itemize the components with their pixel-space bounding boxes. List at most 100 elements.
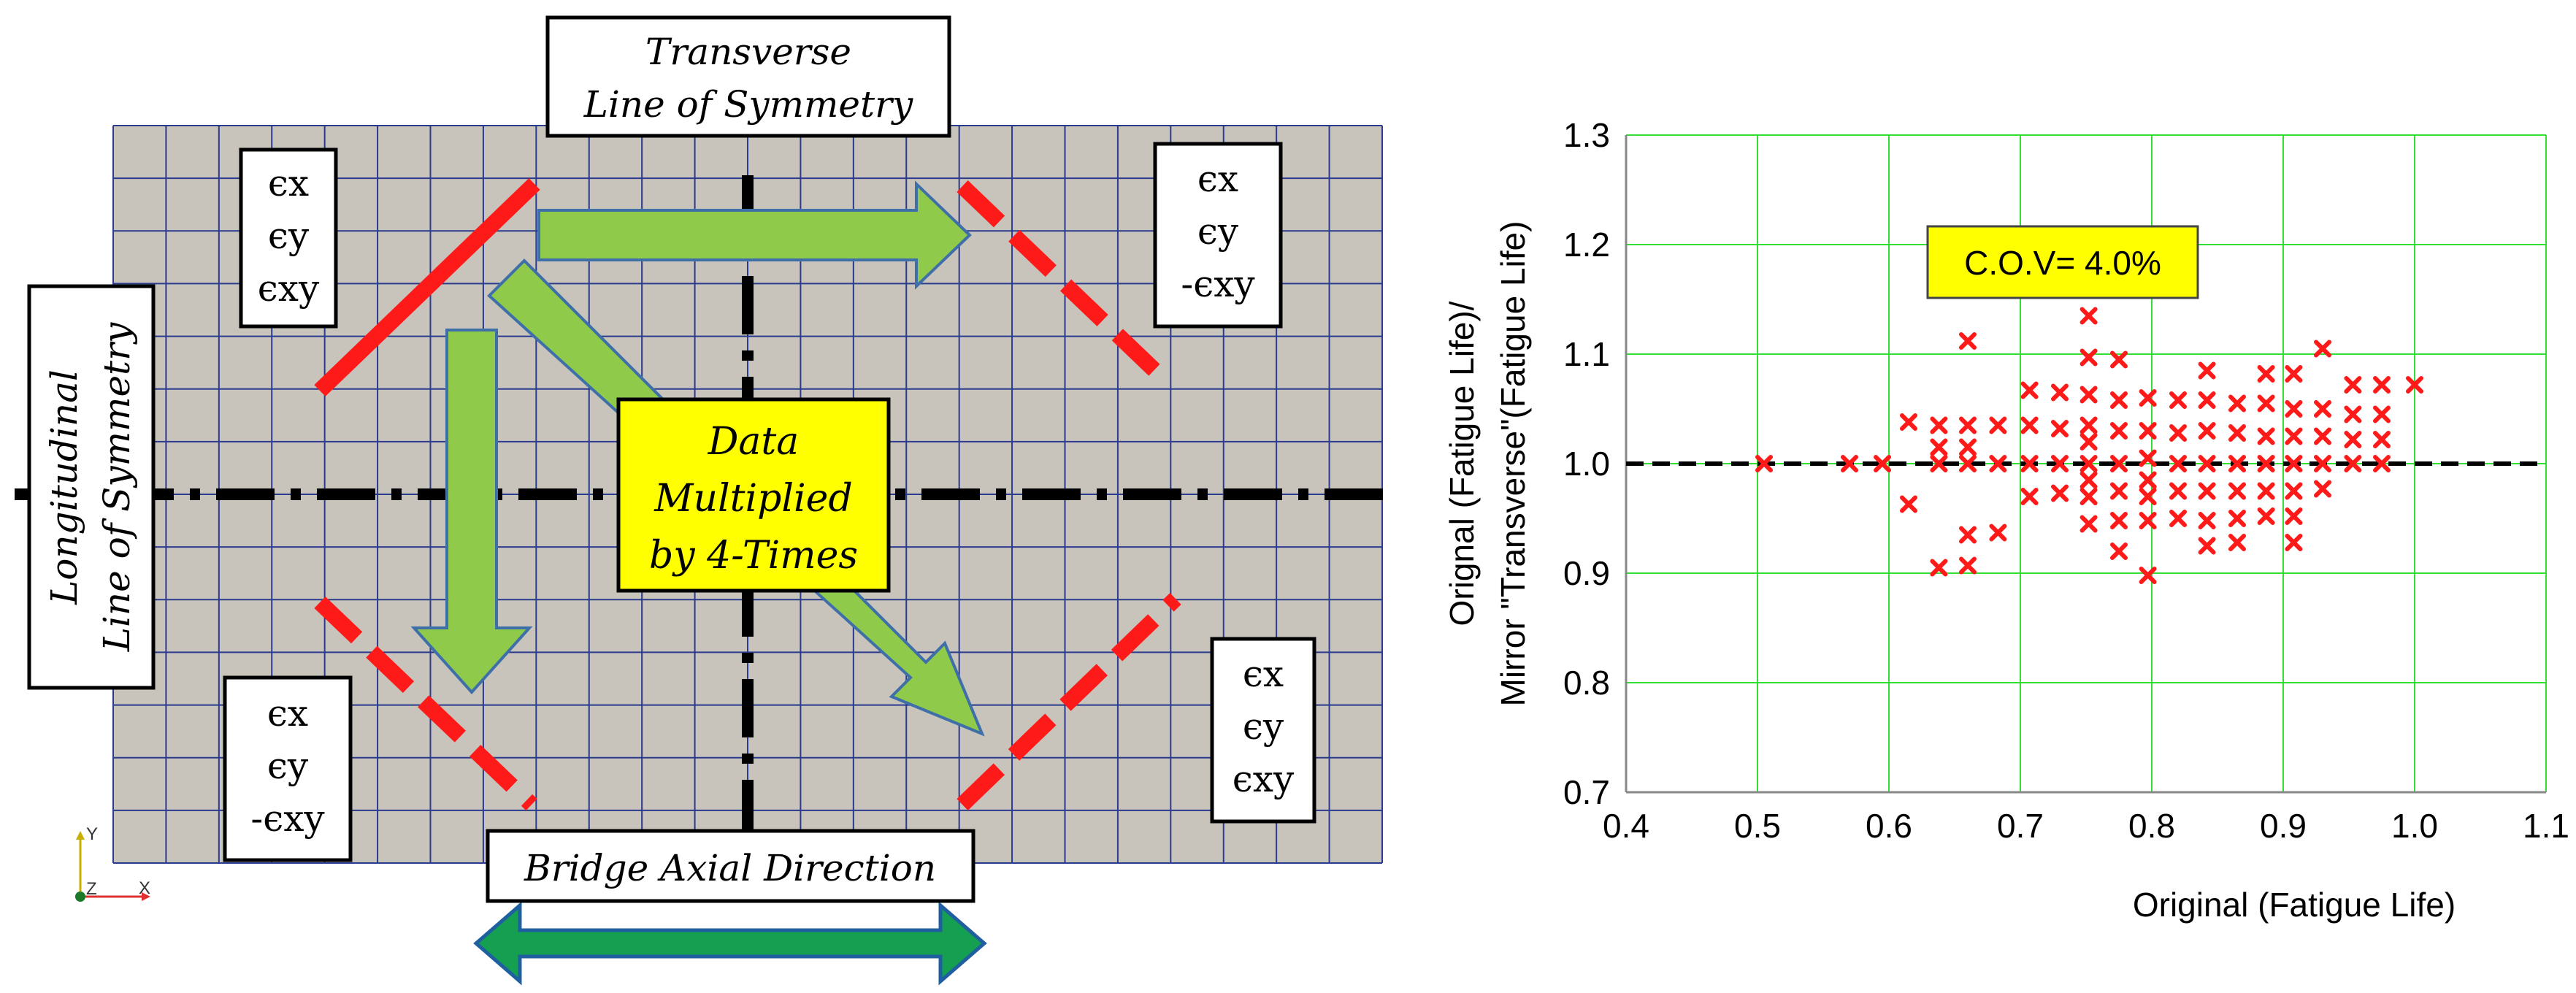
data-point	[2198, 482, 2216, 500]
data-point	[2344, 431, 2362, 448]
data-point	[2169, 424, 2187, 442]
arrow-right	[537, 180, 972, 290]
red-dashed-line-bottom-right	[957, 593, 1181, 810]
data-point	[1900, 495, 1917, 513]
data-point	[2079, 348, 2098, 367]
data-point	[2198, 391, 2216, 409]
strain-tr-1: ϵx	[1197, 158, 1238, 200]
longitudinal-label-line2: Line of Symmetry	[96, 322, 138, 652]
data-point	[2198, 422, 2216, 440]
strain-br-3: ϵxy	[1233, 758, 1295, 800]
red-dashed-line-bottom-left	[314, 597, 537, 810]
data-point	[2198, 537, 2216, 555]
data-point	[2228, 482, 2246, 500]
data-point	[2139, 512, 2157, 529]
data-point	[1989, 524, 2007, 542]
data-point	[2139, 449, 2157, 467]
data-point	[1930, 438, 1948, 456]
center-label-line2: Multiplied	[653, 477, 853, 521]
red-solid-line	[314, 178, 540, 396]
data-point	[2228, 534, 2246, 551]
data-point	[2169, 391, 2187, 409]
data-point	[2314, 480, 2331, 498]
x-tick-label: 1.1	[2523, 807, 2569, 845]
data-point	[2079, 515, 2098, 533]
data-point	[2257, 365, 2275, 383]
data-point	[2051, 383, 2069, 402]
data-point	[2373, 455, 2391, 472]
transverse-label-box: Transverse Line of Symmetry	[545, 15, 951, 138]
x-tick-label: 0.9	[2260, 807, 2307, 845]
data-point	[2110, 542, 2128, 560]
data-point	[2257, 394, 2275, 413]
strain-tl-1: ϵx	[268, 162, 309, 204]
data-point	[2051, 420, 2069, 437]
data-points	[1755, 307, 2423, 584]
data-point	[2285, 400, 2303, 418]
longitudinal-label-line1: Longitudinal	[43, 369, 85, 605]
data-point	[1930, 416, 1948, 434]
data-point	[2285, 427, 2303, 445]
y-tick-label: 1.1	[1563, 335, 1610, 373]
data-point	[2020, 455, 2039, 472]
data-point	[1930, 559, 1948, 577]
data-point	[2257, 482, 2275, 500]
data-point	[2079, 471, 2098, 489]
y-tick-labels: 0.70.80.91.01.11.21.3	[1563, 116, 1610, 811]
strain-tr-3: -ϵxy	[1181, 263, 1255, 305]
y-tick-label: 1.2	[1563, 226, 1610, 264]
data-point	[2110, 422, 2128, 440]
data-point	[1874, 455, 1891, 472]
data-point	[2079, 433, 2098, 451]
data-point	[1989, 416, 2007, 434]
data-point	[2257, 455, 2275, 472]
strain-box-top-left: ϵx ϵy ϵxy	[239, 147, 338, 329]
data-point	[2406, 376, 2423, 394]
arrow-down	[410, 329, 533, 694]
axial-double-arrow	[473, 901, 987, 986]
data-point	[2198, 512, 2216, 529]
center-label-line3: by 4-Times	[649, 534, 858, 578]
data-point	[2314, 400, 2331, 418]
y-tick-label: 0.7	[1563, 773, 1610, 811]
data-point	[2373, 405, 2391, 423]
y-axis-label-line1: Orignal (Fatigue Life)/	[1443, 301, 1481, 626]
data-point	[1959, 438, 1977, 456]
strain-br-1: ϵx	[1243, 653, 1284, 695]
y-tick-label: 0.9	[1563, 554, 1610, 592]
data-point	[2139, 488, 2157, 505]
data-point	[2079, 386, 2098, 404]
data-point	[2139, 389, 2157, 407]
x-tick-label: 0.4	[1603, 807, 1649, 845]
y-axis-label-line2: Mirror "Transverse"(Fatigue Life)	[1494, 221, 1532, 707]
strain-box-bottom-left: ϵx ϵy -ϵxy	[223, 675, 353, 862]
red-dashed-line-top-right	[957, 180, 1174, 389]
data-point	[1930, 455, 1948, 472]
strain-tl-2: ϵy	[268, 215, 310, 257]
data-point	[1959, 526, 1977, 544]
data-point	[2285, 455, 2303, 472]
data-point	[2257, 427, 2275, 445]
data-point	[2314, 455, 2331, 472]
strain-box-bottom-right: ϵx ϵy ϵxy	[1210, 637, 1316, 824]
data-point	[2139, 567, 2157, 584]
data-point	[2228, 455, 2246, 472]
transverse-label-line2: Line of Symmetry	[583, 83, 913, 126]
data-point	[1959, 416, 1977, 434]
cov-annotation-text: C.O.V= 4.0%	[1964, 244, 2161, 282]
data-point	[2373, 431, 2391, 448]
bridge-label-box: Bridge Axial Direction	[486, 829, 975, 903]
data-point	[2079, 455, 2098, 472]
bridge-label: Bridge Axial Direction	[524, 847, 936, 889]
data-point	[2373, 376, 2391, 394]
strain-bl-3: -ϵxy	[250, 797, 325, 840]
axis-x-label: X	[139, 878, 150, 898]
data-point	[2169, 482, 2187, 500]
data-point	[2198, 361, 2216, 380]
data-point	[2110, 391, 2128, 409]
data-point	[2169, 455, 2187, 472]
data-point	[1959, 556, 1977, 575]
data-point	[1755, 455, 1773, 472]
